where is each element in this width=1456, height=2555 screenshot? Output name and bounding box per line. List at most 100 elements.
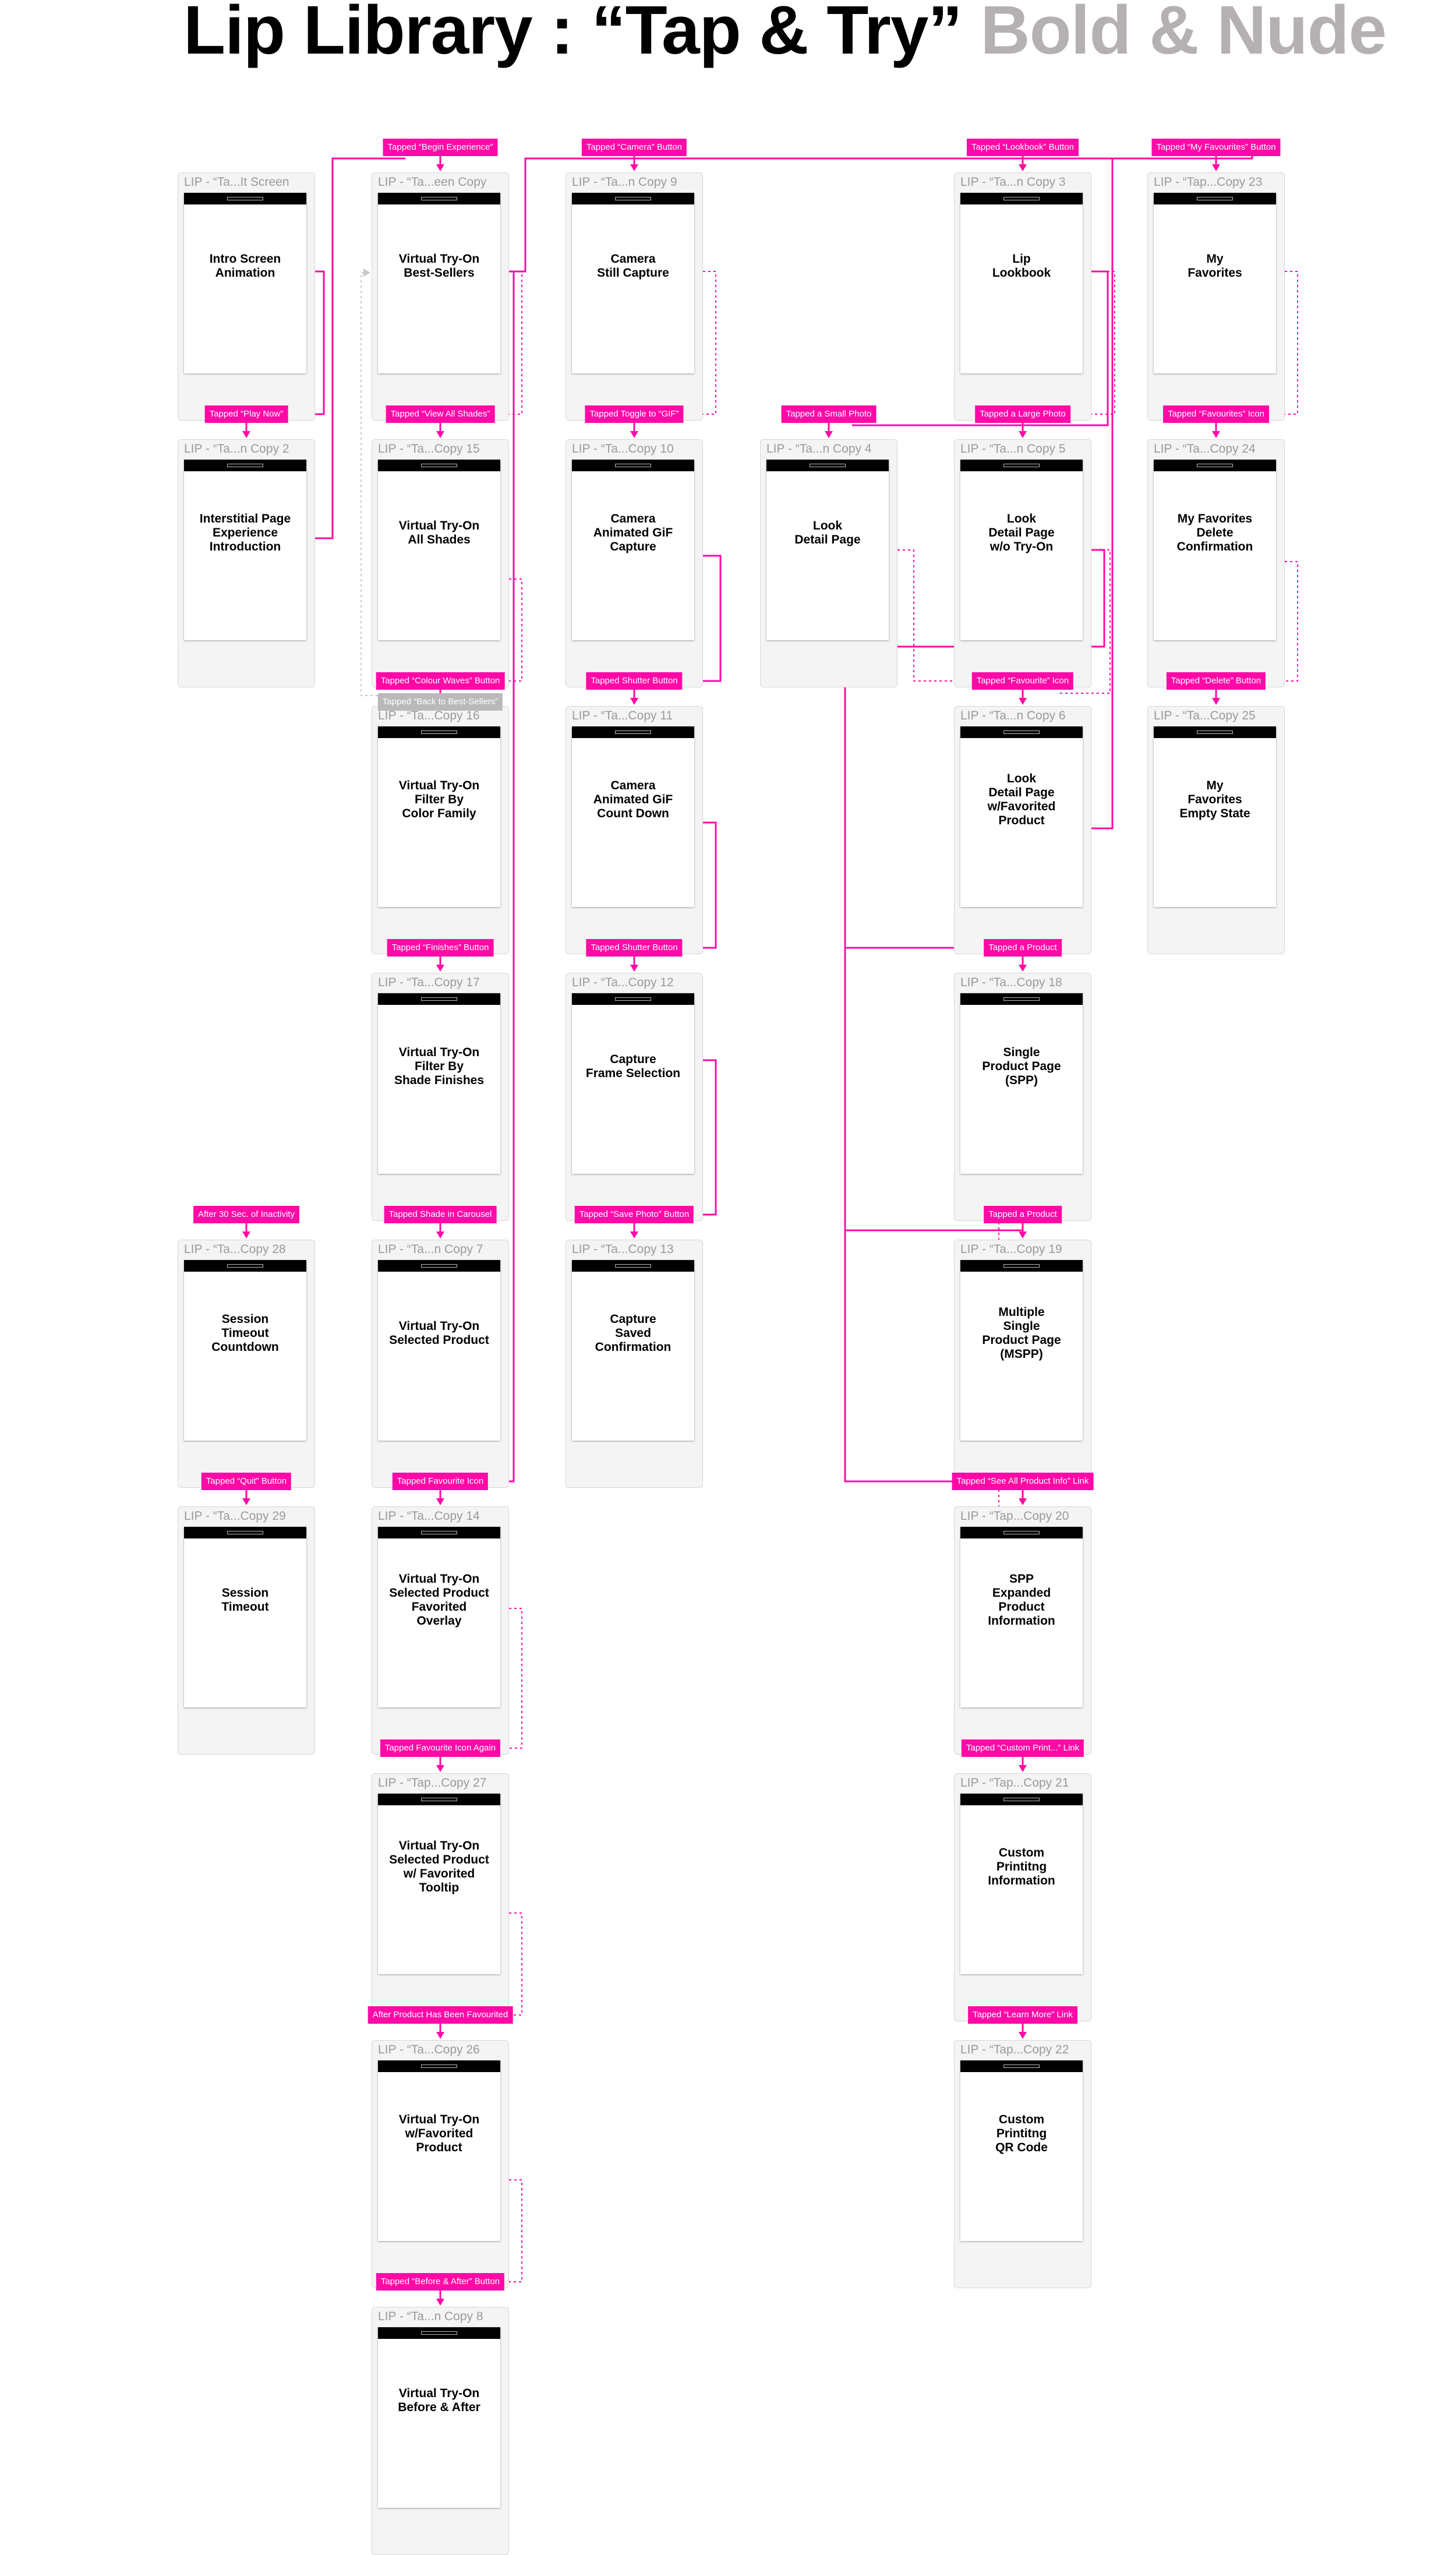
screen-name: Session Timeout: [221, 1586, 269, 1614]
screen-card-label: LIP - “Ta...Copy 19: [960, 1243, 1062, 1256]
arrow-head-icon: [630, 698, 638, 705]
brand-logo-icon: [421, 1531, 457, 1534]
transition-tag: Tapped “Favourites” Icon: [1163, 405, 1269, 423]
transition-tag: Tapped “Save Photo” Button: [574, 1206, 694, 1223]
transition-tag: Tapped “Learn More” Link: [968, 2006, 1077, 2024]
connector-c5-fav: [1058, 549, 1111, 694]
brand-logo-icon: [615, 997, 651, 1001]
screen-card-label: LIP - “Ta...Copy 26: [378, 2043, 480, 2056]
screen-header-bar: [378, 993, 500, 1005]
screen-header-bar: [572, 193, 694, 204]
transition-tag: Tapped “Delete” Button: [1166, 672, 1266, 690]
screen-card-label: LIP - “Ta...n Copy 7: [378, 1243, 483, 1256]
screen-name: Single Product Page (SPP): [982, 1046, 1061, 1087]
screen-card-c19[interactable]: LIP - “Ta...Copy 19 Multiple Single Produ…: [954, 1240, 1091, 1488]
brand-logo-icon: [1197, 464, 1233, 467]
screen-thumbnail: Virtual Try-On w/Favorited Product: [378, 2060, 500, 2241]
brand-logo-icon: [1003, 1264, 1040, 1268]
screen-header-bar: [378, 460, 500, 471]
arrow-head-icon: [630, 431, 638, 438]
screen-header-bar: [572, 726, 694, 738]
screen-card-c10[interactable]: LIP - “Ta...Copy 10 Camera Animated GiF C…: [566, 439, 703, 687]
arrow-head-icon: [630, 1231, 638, 1238]
arrow-head-icon: [436, 1231, 444, 1238]
screen-header-bar: [1154, 193, 1276, 204]
transition-tag: After 30 Sec. of Inactivity: [193, 1206, 299, 1223]
connector-small-photo: [852, 270, 1109, 426]
transition-tag: Tapped a Product: [984, 939, 1062, 957]
screen-card-label: LIP - “Ta...Copy 15: [378, 442, 480, 456]
transition-tag: Tapped a Large Photo: [975, 405, 1070, 423]
screen-thumbnail: SPP Expanded Product Information: [960, 1527, 1083, 1707]
screen-name: Virtual Try-On Filter By Shade Finishes: [394, 1046, 485, 1087]
screen-card-label: LIP - “Ta...Copy 10: [572, 442, 674, 456]
screen-header-bar: [378, 726, 500, 738]
brand-logo-icon: [227, 464, 263, 467]
arrow-head-icon: [1019, 2032, 1027, 2039]
screen-thumbnail: Camera Animated GiF Capture: [572, 460, 694, 640]
screen-card-label: LIP - “Ta...n Copy 3: [960, 175, 1066, 189]
screen-thumbnail: My Favorites Delete Confirmation: [1154, 460, 1276, 640]
screen-card-c2[interactable]: LIP - “Ta...n Copy 2 Interstitial Page Ex…: [178, 439, 315, 687]
diagram-title: Lip Library : “Tap & Try” Bold & Nude: [183, 0, 1387, 71]
screen-name: Multiple Single Product Page (MSPP): [982, 1305, 1061, 1361]
screen-name: My Favorites: [1188, 252, 1242, 280]
screen-card-label: LIP - “Ta...n Copy 2: [184, 442, 289, 456]
transition-tag: Tapped “Camera” Button: [581, 139, 687, 156]
transition-tag: Tapped “View All Shades”: [386, 405, 495, 423]
arrow-head-icon: [242, 1231, 250, 1238]
screen-header-bar: [1154, 460, 1276, 471]
screen-header-bar: [184, 1527, 306, 1538]
screen-card-c26[interactable]: LIP - “Ta...Copy 26 Virtual Try-On w/Favo…: [372, 2040, 509, 2288]
screen-card-label: LIP - “Ta...Copy 25: [1154, 709, 1256, 722]
brand-logo-icon: [227, 1531, 263, 1534]
arrow-head-icon: [242, 1498, 250, 1505]
screen-name: Capture Saved Confirmation: [595, 1312, 672, 1354]
screen-card-c17[interactable]: LIP - “Ta...Copy 17 Virtual Try-On Filter…: [372, 973, 509, 1221]
screen-thumbnail: Virtual Try-On Selected Product w/ Favor…: [378, 1794, 500, 1974]
title-main: Lip Library : “Tap & Try”: [183, 0, 963, 69]
transition-tag: Tapped “Play Now”: [204, 405, 288, 423]
screen-name: Look Detail Page w/o Try-On: [988, 512, 1055, 553]
screen-header-bar: [572, 1260, 694, 1272]
connector-fav-again: [475, 1608, 522, 1749]
brand-logo-icon: [615, 464, 651, 467]
screen-card-label: LIP - “Ta...Copy 17: [378, 976, 480, 989]
screen-name: Virtual Try-On Filter By Color Family: [398, 779, 480, 820]
screen-thumbnail: Interstitial Page Experience Introductio…: [184, 460, 306, 640]
transition-tag: Tapped Shutter Button: [586, 672, 683, 690]
transition-tag: Tapped “Favourite” Icon: [971, 672, 1074, 690]
screen-header-bar: [378, 1794, 500, 1805]
arrow-head-icon: [436, 2032, 444, 2039]
brand-logo-icon: [421, 730, 457, 734]
transition-tag: Tapped Favourite Icon Again: [380, 1739, 501, 1757]
brand-logo-icon: [615, 730, 651, 734]
brand-logo-icon: [615, 1264, 651, 1268]
screen-name: Intro Screen Animation: [209, 252, 281, 280]
